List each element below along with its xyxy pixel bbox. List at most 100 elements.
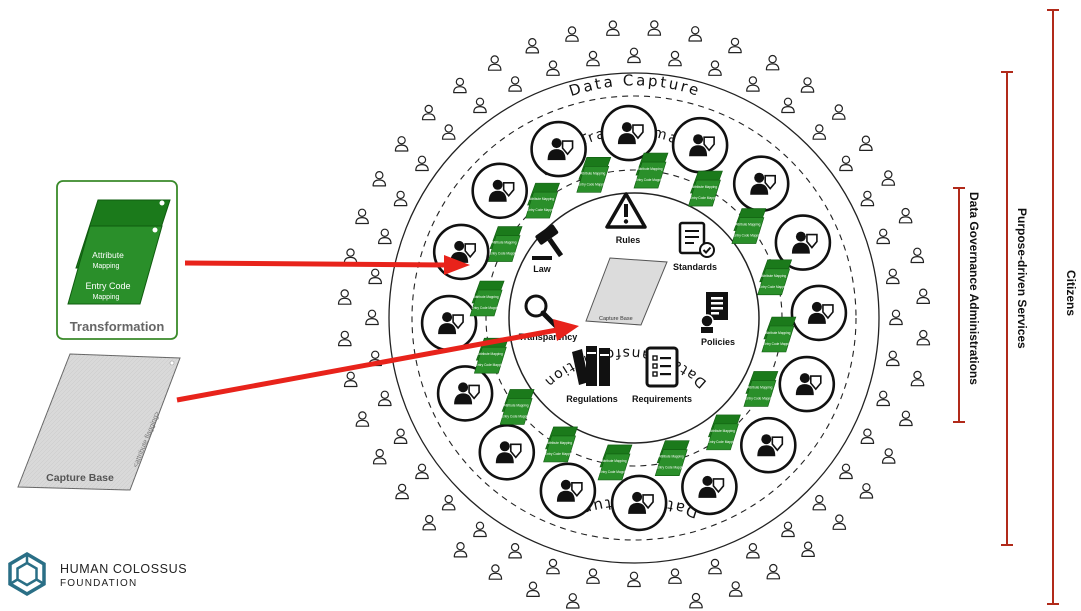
family-heart-icon [488, 179, 515, 202]
mini-card-label: Entry Code Mapping [545, 452, 574, 456]
citizen-person-icon [910, 247, 925, 264]
regulations-item: Regulations [566, 346, 618, 404]
scope-bars: Data Governance Administrations Purpose-… [953, 9, 1078, 605]
id-card-icon [438, 312, 464, 335]
clipboard-icon [698, 475, 725, 498]
sheet-corner-icon [169, 360, 175, 366]
holding-hands-icon [454, 382, 480, 405]
legend-entry-code-line2: Mapping [93, 294, 120, 301]
citizen-person-icon [860, 428, 875, 444]
mini-card-label: Entry Code Mapping [759, 285, 788, 289]
citizen-person-icon [377, 228, 392, 245]
citizen-person-icon [343, 248, 358, 264]
citizen-person-icon [393, 428, 408, 444]
heart-hands-icon [791, 231, 818, 254]
citizen-person-icon [565, 593, 580, 609]
citizen-person-icon [372, 170, 387, 187]
medical-record-icon [689, 134, 715, 157]
medical-cross-shield-icon [495, 441, 522, 464]
requirements-list-icon [645, 346, 679, 388]
mini-card-label: Attribute Mapping [659, 455, 684, 459]
family-umbrella-icon [795, 373, 822, 396]
citizen-person-icon [337, 289, 352, 305]
policy-document-icon [700, 292, 728, 333]
transformation-legend: Attribute Mapping Entry Code Mapping Tra… [56, 180, 178, 340]
citizen-person-icon [899, 410, 913, 427]
citizen-person-icon [473, 521, 487, 538]
citizen-person-icon [708, 558, 722, 575]
citizen-person-icon [488, 564, 503, 580]
citizen-person-icon [831, 104, 846, 120]
citizen-person-icon [395, 483, 409, 500]
mini-card-label: Entry Code Mapping [599, 470, 628, 474]
mini-card-label: Attribute Mapping [735, 223, 760, 227]
citizen-person-icon [766, 563, 781, 580]
law-label: Law [533, 264, 552, 274]
mini-card-label: Entry Code Mapping [472, 306, 501, 310]
citizen-person-icon [746, 543, 760, 559]
mini-card-label: Attribute Mapping [765, 331, 790, 335]
mini-card-label: Entry Code Mapping [763, 342, 792, 346]
mini-card-label: Entry Code Mapping [733, 234, 762, 238]
citizen-person-icon [812, 494, 827, 511]
citizen-person-icon [422, 514, 437, 531]
citizen-person-icon [393, 190, 408, 207]
policies-item: Policies [700, 292, 735, 347]
books-icon [572, 346, 610, 386]
citizen-person-icon [916, 329, 931, 346]
heart-hands-care-icon [628, 491, 654, 514]
citizen-person-icon [546, 60, 560, 76]
law-item: Law [532, 224, 564, 274]
citizen-person-icon [859, 483, 874, 499]
citizen-person-icon [885, 268, 900, 285]
mini-card-label: Entry Code Mapping [476, 363, 505, 367]
citizen-person-icon [688, 26, 703, 42]
citizen-person-icon [876, 228, 891, 245]
checklist-icon [678, 221, 715, 258]
mini-card-label: Entry Code Mapping [578, 182, 607, 186]
requirements-item: Requirements [632, 346, 692, 404]
citizen-person-icon [546, 558, 560, 575]
citizen-person-icon [746, 76, 760, 92]
citizen-person-icon [415, 463, 429, 480]
transparency-label: Transparency [519, 332, 578, 342]
shield-person-icon [807, 301, 834, 324]
gavel-icon [532, 224, 564, 260]
center-capture-base: Capture Base [585, 257, 668, 326]
citizen-person-icon [668, 50, 682, 67]
warning-icon [605, 192, 647, 229]
citizen-person-icon [916, 288, 931, 304]
citizen-person-icon [565, 26, 579, 42]
transformation-arrowhead [444, 255, 470, 275]
mini-card-label: Entry Code Mapping [635, 178, 664, 182]
mini-card-label: Attribute Mapping [580, 171, 605, 175]
citizen-person-icon [627, 571, 641, 588]
citizen-person-icon [647, 20, 662, 36]
mini-card-label: Entry Code Mapping [690, 196, 719, 200]
magnifier-icon [524, 294, 559, 329]
certificate-icon [750, 172, 776, 195]
service-circle: Attribute Mapping Entry Code Mapping [654, 440, 738, 516]
citizen-person-icon [441, 494, 456, 511]
mini-card-label: Entry Code Mapping [502, 414, 531, 418]
citizen-person-icon [832, 514, 847, 530]
citizen-person-icon [860, 190, 875, 207]
mini-card-label: Entry Code Mapping [708, 440, 737, 444]
heart-monitor-icon [757, 434, 784, 457]
mini-card-label: Attribute Mapping [747, 386, 772, 390]
mini-card-label: Attribute Mapping [474, 295, 499, 299]
